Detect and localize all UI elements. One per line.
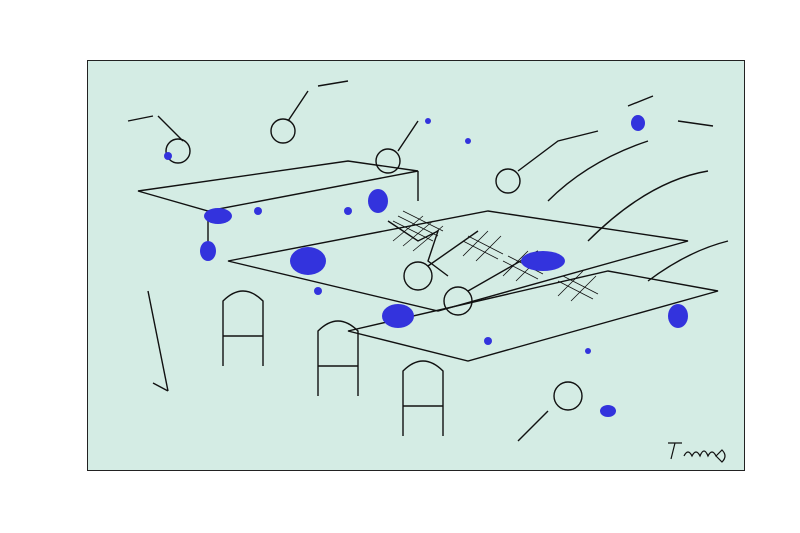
ink-splashes: [164, 115, 688, 417]
cartoon-background: [88, 61, 744, 470]
chairs: [222, 290, 444, 436]
figures-throwing-pens: [127, 80, 729, 442]
cartoon-illustration: [87, 60, 745, 471]
signature-mark: [668, 442, 726, 463]
cartoon-drawing: [88, 61, 744, 470]
